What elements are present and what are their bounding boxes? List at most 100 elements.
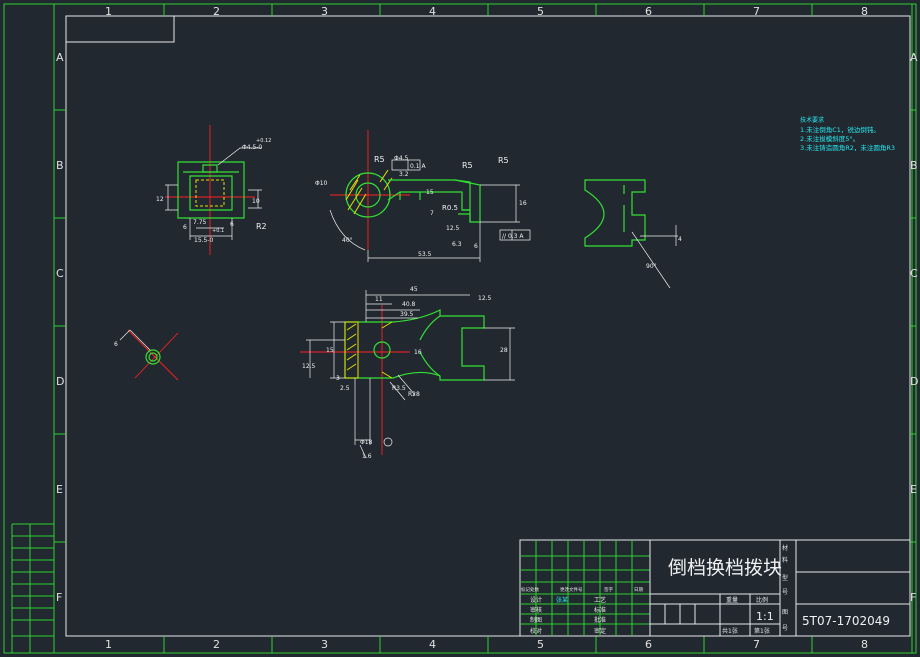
col-label: 3 [321,5,328,18]
dim: 15 [426,189,434,196]
note-line: 1.未注倒角C1，锐边倒钝。 [800,125,880,134]
row-label: E [56,483,63,496]
dim: R5 [374,155,385,164]
row-label: 校对 [530,627,542,635]
change-label: 标记处数 [521,586,539,593]
scale-label: 比例 [756,596,768,604]
col-label: 标准 [594,606,606,614]
part-name: 倒档换档拨块 [668,557,782,579]
dim: 16 [519,200,527,207]
row-label: 设计 [530,596,542,604]
dim: R0.5 [442,204,458,212]
dim: 12 [156,196,164,203]
col-label: 1 [105,638,112,651]
dim: 16 [414,349,422,356]
row-label: B [910,159,918,172]
technical-notes: 技术要求 1.未注倒角C1，锐边倒钝。 2.未注拔模斜度5°。 3.未注铸造圆角… [800,116,895,152]
drawing-frame [3,3,917,654]
front-view: Φ10 R5 Φ4.5 3.2 0.1 A R5 R5 16 15 7 R0.5… [315,130,531,262]
col-label: 5 [537,638,544,651]
dim: // 0.3 A [502,233,524,240]
side-label: 号 [782,589,788,596]
row-label: 审核 [530,606,542,614]
row-label: A [56,51,64,64]
col-label: 5 [537,5,544,18]
dim: 6 [474,243,478,250]
dim: 7.75 [193,219,207,226]
dim: 1.6 [362,453,372,460]
dim: 6.3 [452,241,462,248]
dim: 3.2 [399,171,409,178]
scale-value: 1:1 [756,610,774,623]
row-label: B [56,159,64,172]
row-label: D [910,375,918,388]
side-view: 4 90° [584,179,682,289]
col-label: 6 [645,638,652,651]
row-label: F [56,591,62,604]
dim: 2.5 [340,385,350,392]
designer-name: 张某 [556,596,568,604]
side-label: 材 [782,544,788,552]
col-label: 8 [861,638,868,651]
row-label: A [910,51,918,64]
change-label: 更改文件号 [560,586,583,593]
dim: 10 [252,198,260,205]
dim: +0.1 [212,228,224,234]
dim: +0.12 [256,138,271,144]
col-label: 审定 [594,627,606,635]
top-view: 45 11 40.8 39.5 12.5 28 16 15 12.5 3 2.5… [300,286,515,460]
col-label: 1 [105,5,112,18]
col-label: 工艺 [594,596,606,604]
dim: 6 [183,224,187,231]
col-label: 7 [753,638,760,651]
dim: 7 [430,210,434,217]
col-label: 7 [753,5,760,18]
side-label: 号 [782,625,788,632]
dim: Φ10 [315,180,328,187]
dim: 12.5 [302,363,316,370]
row-label: E [910,483,917,496]
col-label: 4 [429,5,436,18]
col-label: 2 [213,638,220,651]
dim: R3.5 [392,385,406,392]
side-label: 料 [782,556,788,564]
column-labels: 1 2 3 4 5 6 7 8 1 2 3 4 5 6 7 8 [105,5,868,651]
dim: 90° [646,263,657,270]
dim: 12.5 [446,225,460,232]
dim: R5 [498,156,509,165]
row-label: 制图 [530,616,542,624]
dim: 12.5 [478,295,492,302]
change-label: 签字 [604,586,613,593]
row-label: C [56,267,64,280]
note-line: 3.未注铸造圆角R2，未注圆角R3 [800,143,895,152]
change-label: 日期 [634,587,643,593]
title-block: 倒档换档拨块 5T07-1702049 重量 比例 1:1 共1张 第1张 材 … [519,539,911,637]
dim: R28 [408,391,420,398]
row-label: C [910,267,918,280]
weight-label: 重量 [726,596,738,604]
row-label: D [56,375,64,388]
sheet-total: 共1张 [722,627,738,635]
note-line: 2.未注拔模斜度5°。 [800,134,859,143]
side-label: 图 [782,609,788,616]
end-view: 12 10 7.75 +0.1 15.5-0 6 6 R2 +0.12 Φ4.5… [156,125,271,255]
dim: 0.1 A [410,163,426,170]
dim: 28 [500,347,508,354]
corner-box [65,15,175,43]
dim: 40.8 [402,301,416,308]
dim: 53.5 [418,251,432,258]
dim: Φ4.5-0 [242,144,262,151]
dim: 4 [678,236,682,243]
dim: 39.5 [400,311,414,318]
row-labels: A B C D E F A B C D E F [56,51,918,604]
dim: 45 [410,286,418,293]
row-label: F [910,591,916,604]
drawing-number: 5T07-1702049 [802,614,890,628]
dim: 15 [326,347,334,354]
dim: 40° [342,237,353,244]
col-label: 批准 [594,616,606,624]
notes-title: 技术要求 [800,116,824,124]
side-label: 型 [782,574,788,582]
dim: 11 [375,296,383,303]
